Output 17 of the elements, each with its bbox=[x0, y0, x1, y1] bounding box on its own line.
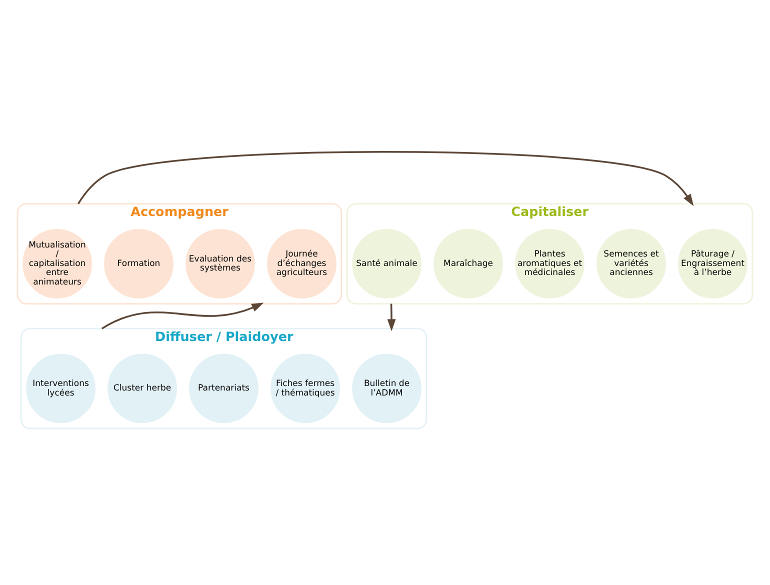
node-circle: Mutualisation / capitalisation entre animateurs bbox=[22, 228, 92, 298]
node-circle: Journée d’échanges agriculteurs bbox=[267, 228, 336, 298]
node-circle: Partenariats bbox=[189, 353, 258, 423]
arrow bbox=[387, 303, 396, 331]
node-circle: Formation bbox=[104, 228, 174, 298]
node-circle: Semences et variétés anciennes bbox=[596, 228, 666, 298]
node-circle: Fiches fermes / thématiques bbox=[270, 353, 340, 423]
arrow bbox=[78, 150, 694, 206]
node-circle: Maraîchage bbox=[434, 228, 503, 298]
node-circle: Plantes aromatiques et médicinales bbox=[515, 228, 584, 298]
node-circle: Bulletin de l’ADMM bbox=[352, 353, 422, 423]
node-circle: Cluster herbe bbox=[108, 353, 177, 423]
node-circle: Santé animale bbox=[352, 228, 422, 298]
node-circle: Pâturage / Engraissement à l’herbe bbox=[678, 228, 748, 298]
arrow bbox=[101, 302, 264, 329]
node-circle: Evaluation des systèmes bbox=[186, 228, 255, 298]
node-circle: Interventions lycées bbox=[26, 353, 96, 423]
